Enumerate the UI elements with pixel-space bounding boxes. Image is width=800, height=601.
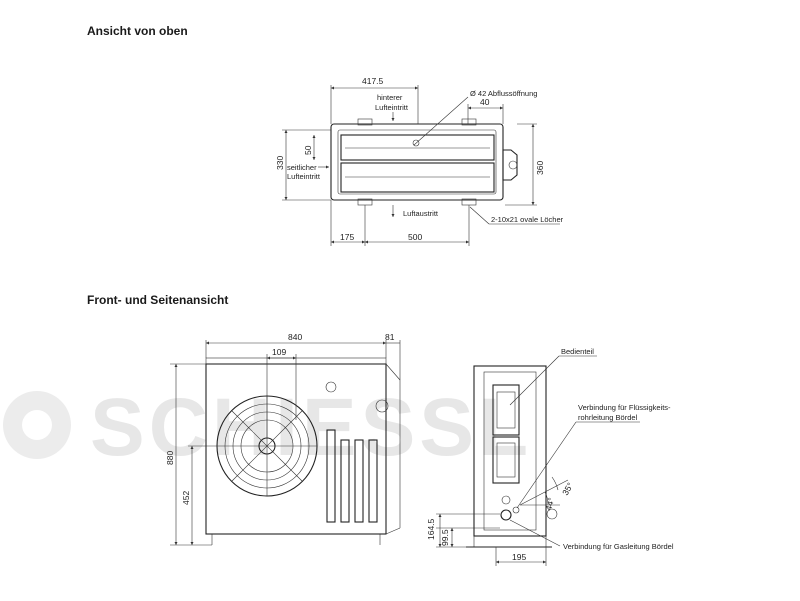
dim-40: 40: [480, 97, 490, 107]
dim-99-5: 99.5: [440, 529, 450, 546]
side-grille-bar-3: [354, 439, 364, 523]
dim-330: 330: [275, 156, 285, 170]
dim-50: 50: [303, 145, 313, 155]
side-grille-bar-1: [326, 429, 336, 523]
dim-175: 175: [340, 232, 354, 242]
dim-500: 500: [408, 232, 422, 242]
dim-195: 195: [512, 552, 526, 562]
dim-360: 360: [535, 161, 545, 175]
side-view-drawing: 35° 44° Bedienteil Verbindung für Flüssi…: [426, 347, 674, 566]
side-grille-bar-2: [340, 439, 350, 523]
side-view-housing: [473, 365, 547, 537]
label-rear-air-intake-1: hinterer: [377, 93, 403, 102]
control-panel-box: [492, 384, 520, 436]
drain-hole-leader: [413, 96, 469, 146]
angle-35-arc: [551, 476, 559, 491]
label-gas-line: Verbindung für Gasleitung Bördel: [563, 542, 674, 551]
liquid-connection-icon: [512, 506, 520, 514]
angle-44: 44°: [543, 497, 556, 512]
dim-880: 880: [165, 451, 175, 465]
watermark: SCHIESSL: [3, 382, 532, 473]
watermark-text: SCHIESSL: [90, 382, 532, 473]
top-view-drawing: 417.5 hinterer Lufteintritt Ø 42 Abfluss…: [275, 76, 564, 246]
top-view-grille-lower: [340, 162, 495, 193]
front-side-view-heading: Front- und Seitenansicht: [87, 293, 229, 307]
top-view-heading: Ansicht von oben: [87, 24, 188, 38]
drain-hole-icon: [412, 139, 420, 147]
label-oval-holes: 2-10x21 ovale Löcher: [491, 215, 564, 224]
label-liquid-line-1: Verbindung für Flüssigkeits-: [578, 403, 671, 412]
angle-44-arc: [544, 491, 549, 506]
label-side-air-intake-2: Lufteintritt: [287, 172, 321, 181]
side-grille-bar-4: [368, 439, 378, 523]
top-view-connection-box: [502, 149, 518, 181]
dim-452: 452: [181, 491, 191, 505]
label-side-air-intake-1: seitlicher: [287, 163, 317, 172]
top-view-grille-upper: [340, 134, 495, 161]
front-cap-icon: [325, 381, 337, 393]
dim-840: 840: [288, 332, 302, 342]
label-air-outlet: Luftaustritt: [403, 209, 439, 218]
dim-81: 81: [385, 332, 395, 342]
gas-connection-icon: [500, 509, 512, 521]
dim-417-5: 417.5: [362, 76, 384, 86]
label-control-panel: Bedienteil: [561, 347, 594, 356]
label-liquid-line-2: rohrleitung Bördel: [578, 413, 638, 422]
dim-109: 109: [272, 347, 286, 357]
label-rear-air-intake-2: Lufteintritt: [375, 103, 409, 112]
dim-164-5: 164.5: [426, 518, 436, 540]
label-drain-hole: Ø 42 Abflussöffnung: [470, 89, 537, 98]
front-view-drawing: 840 81 109 880 452: [165, 332, 401, 546]
